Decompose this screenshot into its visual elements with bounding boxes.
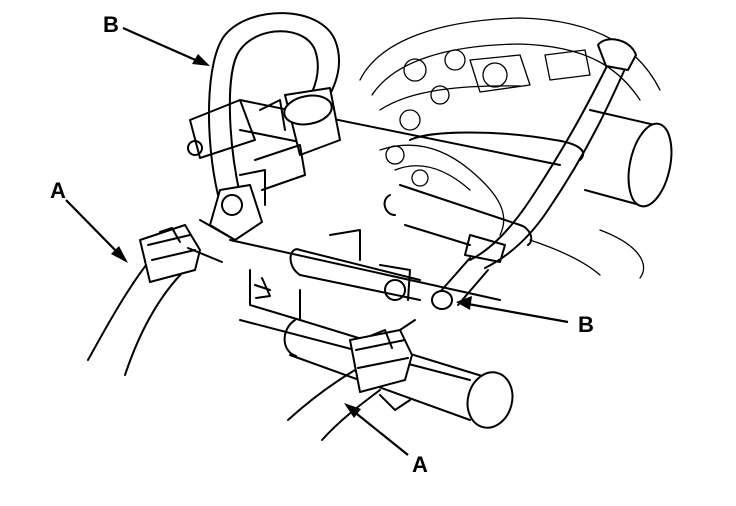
right-cylinder	[584, 109, 673, 208]
engine-background	[359, 17, 661, 279]
fuel-hose-a-left	[87, 219, 236, 376]
callout-b-top: B	[103, 12, 119, 37]
callout-a-left: A	[50, 178, 66, 203]
arrowhead-b-top	[192, 54, 210, 66]
fuel-hose-a-bottom	[287, 319, 416, 441]
callout-leaders	[65, 26, 569, 456]
leader-b-right	[467, 302, 569, 324]
callout-b-right: B	[578, 312, 594, 337]
vacuum-hose-b-right	[383, 38, 637, 310]
vacuum-hose-b-top	[207, 12, 341, 241]
arrowhead-b-right	[456, 296, 472, 310]
leader-a-left	[65, 199, 121, 256]
callout-a-bottom: A	[412, 452, 428, 477]
leader-b-top	[122, 26, 201, 64]
arrowhead-a-bottom	[344, 403, 361, 418]
leader-a-bottom	[351, 409, 409, 456]
lower-cylinder	[283, 319, 514, 429]
arrowhead-a-left	[111, 246, 128, 263]
fuel-rail-body	[187, 99, 561, 381]
